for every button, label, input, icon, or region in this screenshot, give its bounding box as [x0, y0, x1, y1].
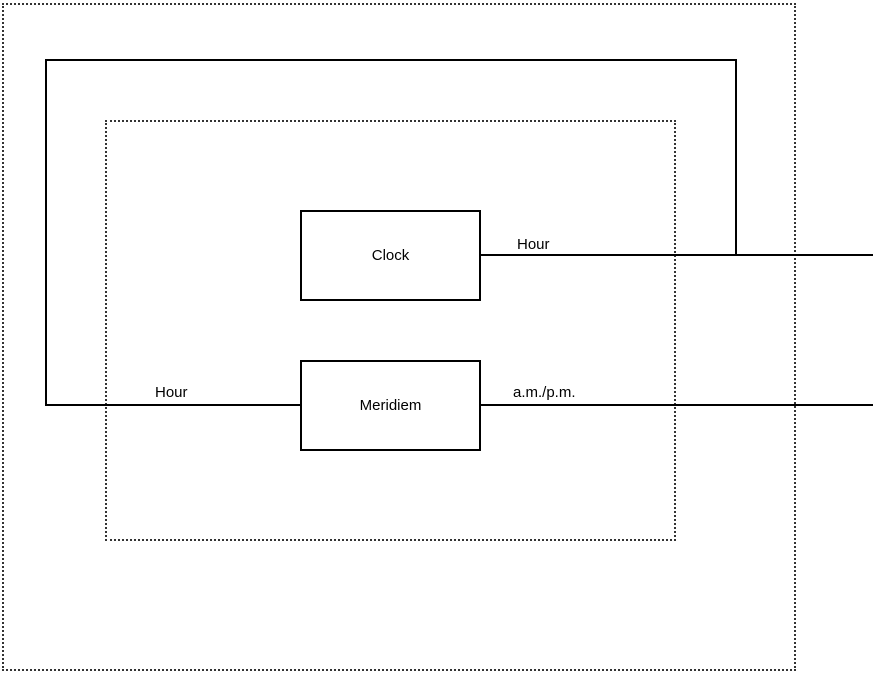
- feedback-wire-left-segment: [45, 59, 47, 406]
- meridiem-input-wire: [45, 404, 301, 406]
- meridiem-block: Meridiem: [300, 360, 481, 451]
- meridiem-block-label: Meridiem: [359, 397, 422, 414]
- clock-block-label: Clock: [371, 247, 410, 264]
- feedback-wire-top-segment: [45, 59, 737, 61]
- meridiem-input-signal-label: Hour: [155, 384, 188, 401]
- meridiem-output-signal-label: a.m./p.m.: [513, 384, 576, 401]
- clock-block: Clock: [300, 210, 481, 301]
- meridiem-output-wire: [481, 404, 873, 406]
- outer-dotted-boundary: [2, 3, 796, 671]
- clock-output-signal-label: Hour: [517, 236, 550, 253]
- feedback-wire-right-segment: [735, 59, 737, 256]
- inner-dotted-boundary: [105, 120, 676, 541]
- clock-output-wire: [481, 254, 873, 256]
